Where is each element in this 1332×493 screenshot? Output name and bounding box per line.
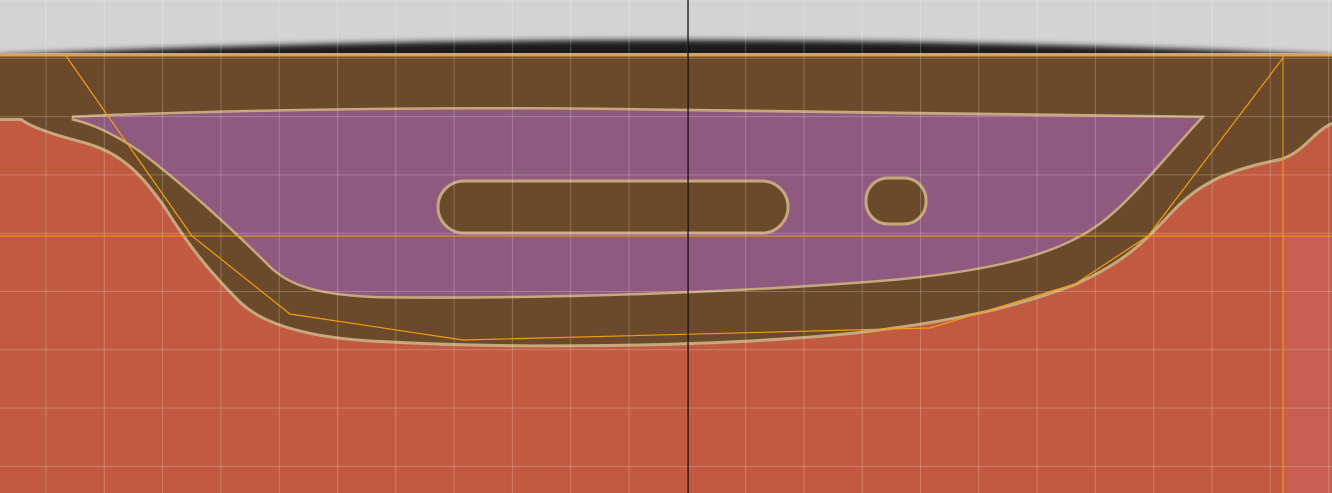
tunnel-oblong-outline xyxy=(436,179,790,235)
tunnel-round-outline xyxy=(864,176,928,226)
terrain-edge-strip xyxy=(1283,236,1332,493)
tunnel-oblong[interactable] xyxy=(438,181,788,233)
selection-polyline[interactable] xyxy=(65,55,1284,341)
tunnel-round[interactable] xyxy=(866,178,926,224)
